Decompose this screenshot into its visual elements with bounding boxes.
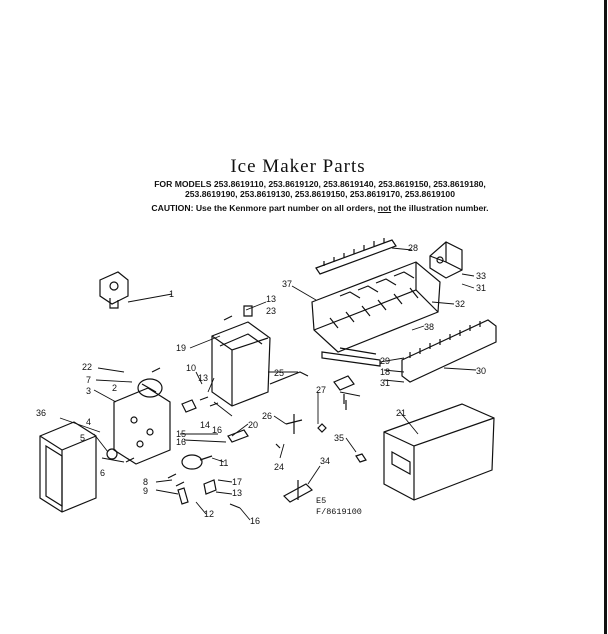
callout-7: 7 [86,375,91,385]
part-21-ice-bin [383,403,495,501]
part-36-cover [39,421,97,513]
callout-20: 20 [248,420,258,430]
callout-31a: 31 [476,283,486,293]
callout-3: 3 [86,386,91,396]
callout-12: 12 [204,509,214,519]
callout-15: 15 [176,429,186,439]
callout-29: 29 [380,356,390,366]
callout-9: 9 [143,486,148,496]
models-line-1: FOR MODELS 253.8619110, 253.8619120, 253… [154,179,486,189]
callout-25: 25 [274,368,284,378]
part-1-water-valve [99,271,129,309]
part-2-timing-motor [137,378,163,398]
caution-suffix: the illustration number. [393,203,489,213]
callout-35: 35 [334,433,344,443]
callout-27: 27 [316,385,326,395]
part-23-housing [211,321,271,407]
part-3-mounting-plate [113,387,171,465]
callout-32: 32 [455,299,465,309]
part-33-fill-cup [429,241,463,279]
callout-4: 4 [86,417,91,427]
callout-8: 8 [143,477,148,487]
callout-13b: 13 [198,373,208,383]
part-28-ejector-strip [315,238,397,275]
part-25-shutoff-arm [269,371,309,385]
part-18-clip [333,375,355,404]
page-border [604,0,607,634]
callout-13c: 13 [232,488,242,498]
callout-28: 28 [408,243,418,253]
caution-note: CAUTION: Use the Kenmore part number on … [60,203,580,213]
callout-labels: 1 28 33 31 37 32 13 23 38 19 29 18 31 30… [36,243,486,526]
callout-6: 6 [100,468,105,478]
callout-30: 30 [476,366,486,376]
leader-lines [59,247,477,521]
reference-code: E5 F/8619100 [316,496,362,518]
callout-24: 24 [274,462,284,472]
part-26-feeler-arm [285,414,303,434]
part-29-heater-rod [321,347,381,367]
callout-11: 11 [219,458,228,468]
reference-line-1: E5 [316,496,327,506]
callout-1: 1 [169,289,174,299]
callout-10: 10 [186,363,196,373]
callout-14: 14 [200,420,210,430]
callout-5: 5 [80,433,85,443]
callout-31b: 31 [380,378,390,388]
models-list: FOR MODELS 253.8619110, 253.8619120, 253… [60,179,580,199]
callout-38: 38 [424,322,434,332]
callout-37: 37 [282,279,292,289]
callout-16c: 16 [250,516,260,526]
callout-17: 17 [232,477,242,487]
page-title: Ice Maker Parts [230,156,366,177]
part-32-ice-mold [311,261,441,353]
callout-2: 2 [112,383,117,393]
callout-19: 19 [176,343,186,353]
caution-emphasis: not [377,203,392,213]
reference-line-2: F/8619100 [316,507,362,517]
callout-23: 23 [266,306,276,316]
callout-16b: 16 [176,437,186,447]
callout-13a: 13 [266,294,276,304]
callout-16a: 16 [212,425,222,435]
models-line-2: 253.8619190, 253.8619130, 253.8619150, 2… [184,189,455,199]
callout-33: 33 [476,271,486,281]
part-30-stripper [401,319,497,383]
part-11-motor [181,454,213,470]
callout-34: 34 [320,456,330,466]
small-hardware [106,305,367,509]
callout-21: 21 [396,408,406,418]
part-34-fill-tube [283,480,313,503]
callout-18: 18 [380,367,390,377]
caution-prefix: CAUTION: Use the Kenmore part number on … [151,203,376,213]
callout-26: 26 [262,411,272,421]
callout-22: 22 [82,362,92,372]
callout-36: 36 [36,408,46,418]
